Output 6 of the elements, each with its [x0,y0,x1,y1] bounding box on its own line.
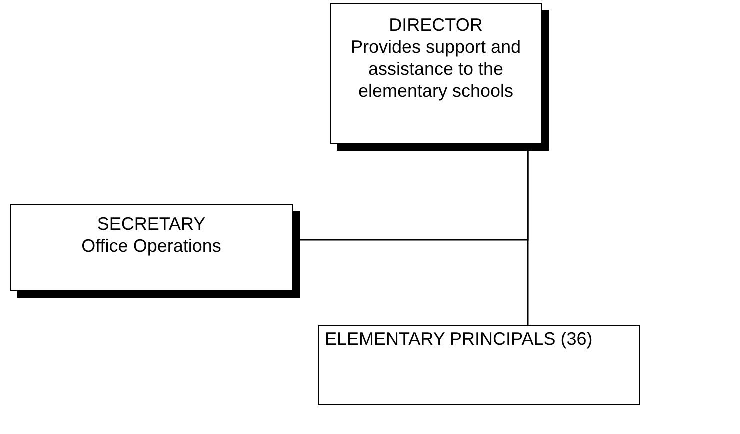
role-description: Provides support and assistance to the elementary schools [350,36,522,102]
role-description: Office Operations [80,235,222,257]
role-title: SECRETARY [96,213,207,235]
role-title: DIRECTOR [388,14,484,36]
org-box [318,325,640,405]
role-title: ELEMENTARY PRINCIPALS (36) [325,328,594,350]
